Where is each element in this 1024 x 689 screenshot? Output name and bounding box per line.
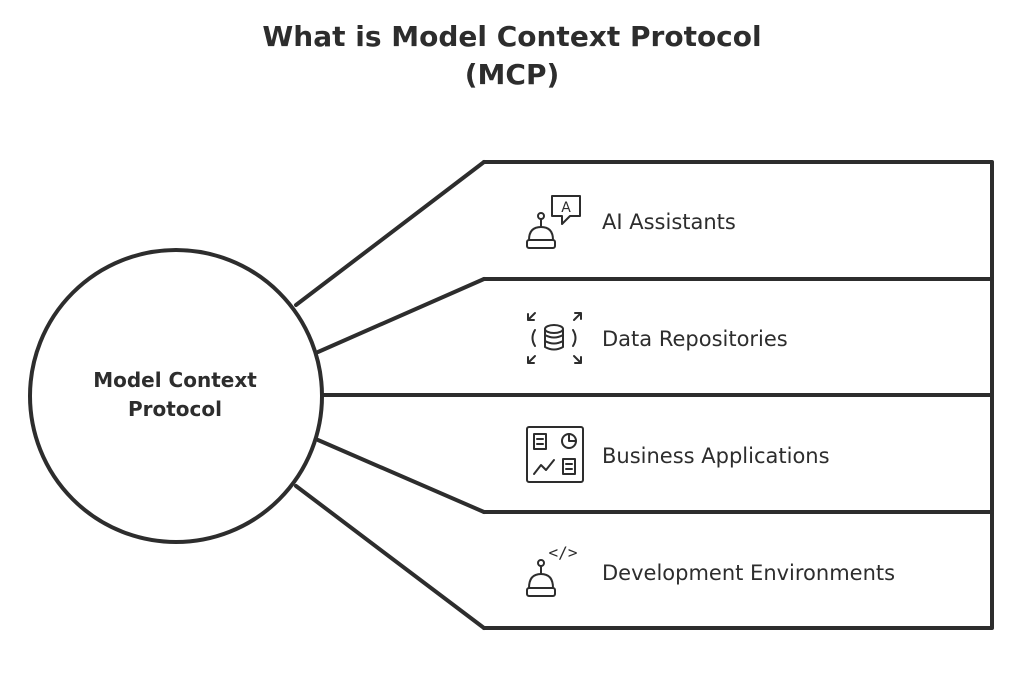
robot-code-icon: </> (526, 543, 578, 597)
database-expand-icon (527, 312, 582, 364)
hub-label-line-1: Model Context (93, 368, 257, 392)
hub-label: Model Context Protocol (55, 366, 295, 424)
item-label-business-applications: Business Applications (602, 444, 830, 468)
title-line-1: What is Model Context Protocol (262, 20, 762, 53)
title-line-2: (MCP) (464, 58, 560, 91)
dashboard-icon (526, 426, 584, 483)
hub-circle (28, 248, 324, 544)
robot-chat-letter: A (561, 200, 571, 216)
item-label-development-environments: Development Environments (602, 561, 896, 585)
hub-label-line-2: Protocol (127, 397, 222, 421)
funnel-edge-4 (316, 438, 486, 514)
robot-code-glyph: </> (549, 543, 578, 562)
item-label-ai-assistants: AI Assistants (602, 210, 736, 234)
panel-outline (482, 160, 994, 630)
funnel-edge-2 (316, 277, 486, 354)
robot-chat-icon: A (526, 195, 581, 249)
item-label-data-repositories: Data Repositories (602, 327, 788, 351)
funnel-edge-top (294, 160, 486, 307)
diagram-title: What is Model Context Protocol (MCP) (0, 18, 1024, 94)
funnel-edge-bottom (294, 484, 486, 630)
